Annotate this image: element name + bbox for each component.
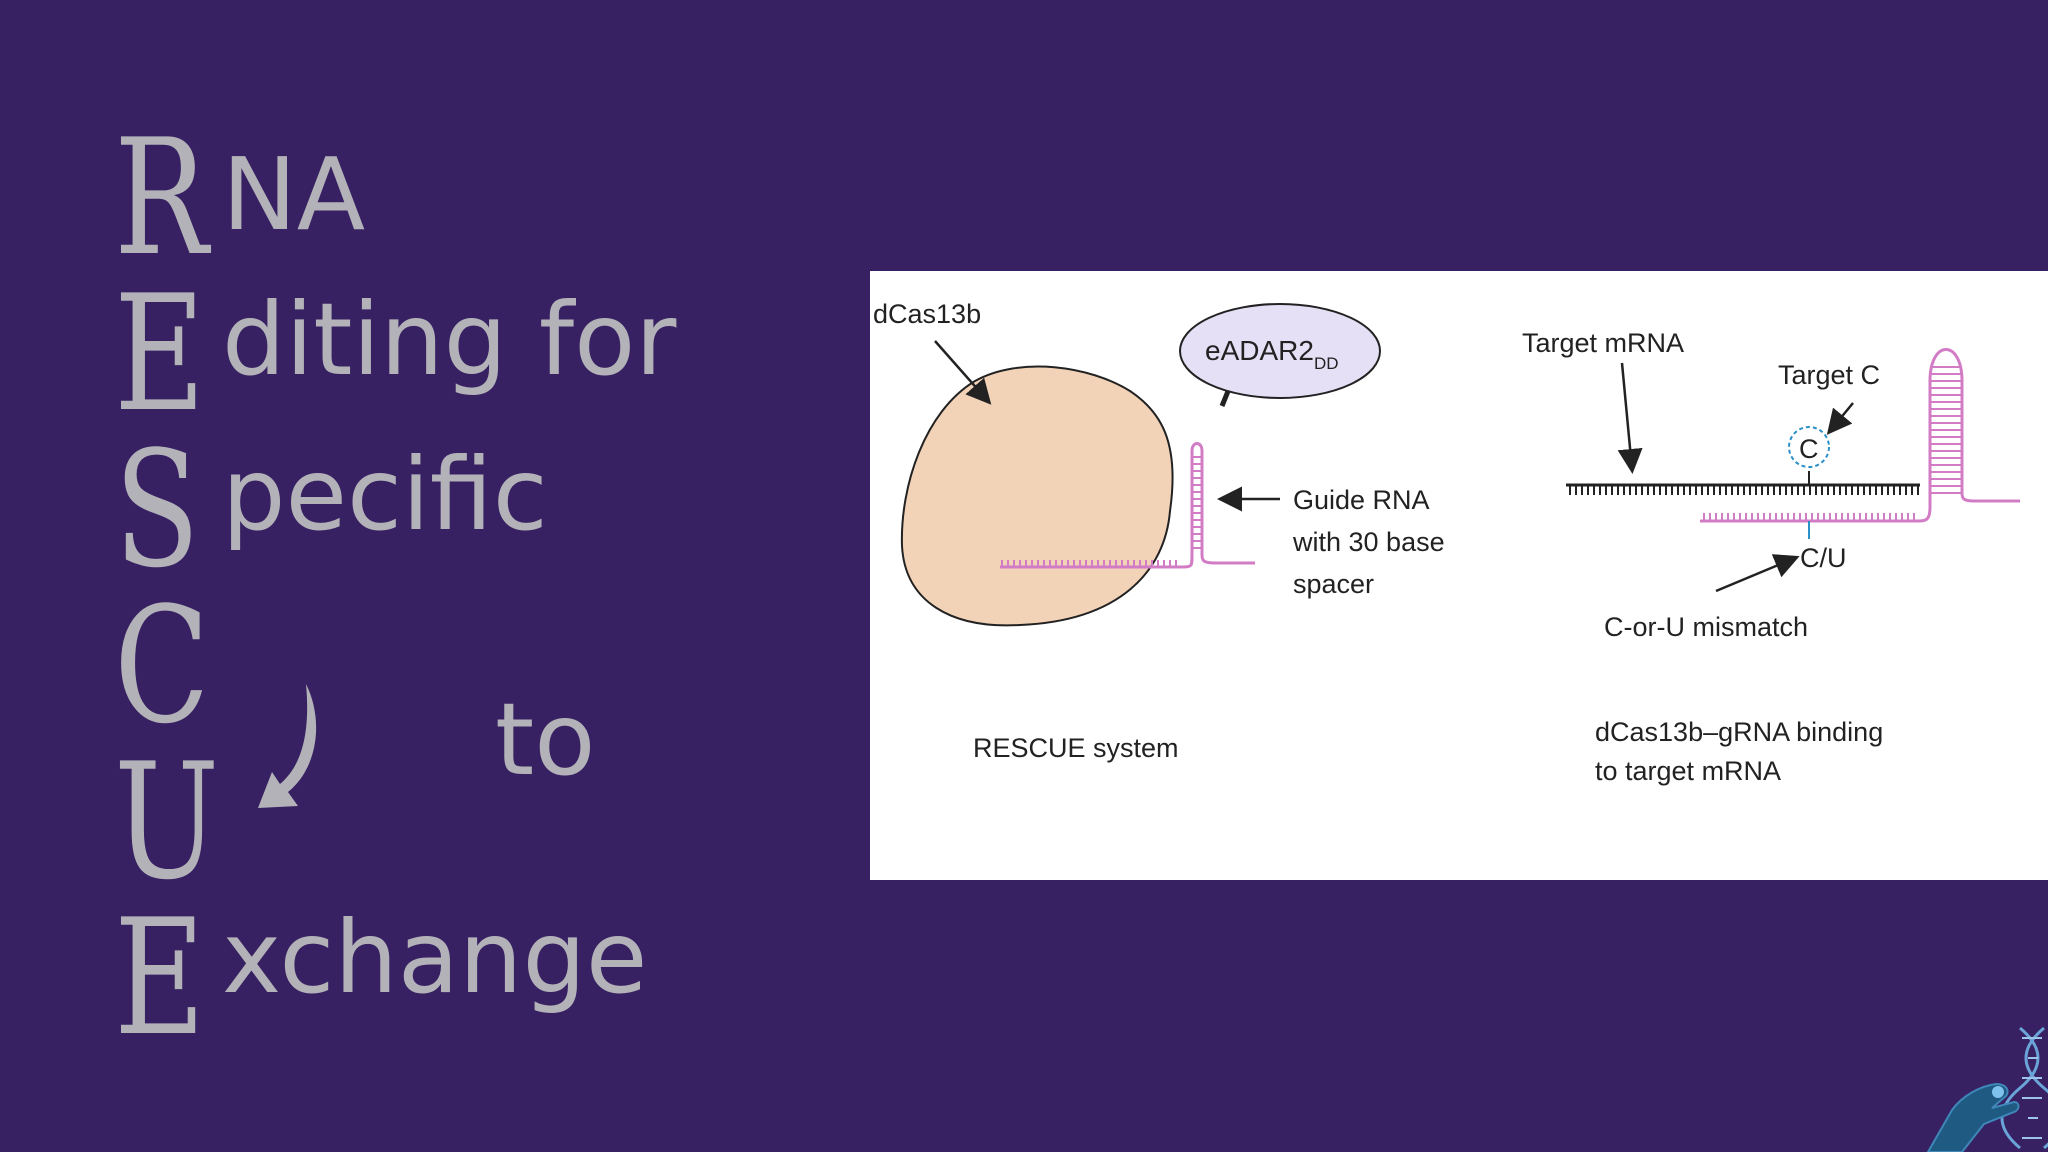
binding-panel: Target mRNA C Target C C/U C-or-U mismat… (1522, 328, 2020, 786)
target-mrna-ticks (1569, 485, 1919, 495)
acrostic-letter-e2: E (114, 884, 206, 1071)
target-c-letter: C (1799, 434, 1819, 464)
eadar2-subscript: DD (1314, 354, 1339, 373)
eadar2-label: eADAR2 (1205, 335, 1314, 366)
dcas13b-label: dCas13b (873, 299, 981, 329)
acrostic-word-editing: diting for (222, 281, 677, 398)
acrostic-word-specific: pecific (222, 436, 548, 553)
cu-label: C/U (1800, 543, 1847, 573)
guide-rna (1000, 442, 1255, 569)
guide-rna-stem-ticks (1192, 456, 1202, 549)
guide-rna-label-line1: Guide RNA (1293, 485, 1430, 515)
acrostic-letter-r: R (114, 104, 209, 291)
svg-text:eADAR2DD: eADAR2DD (1205, 335, 1339, 373)
target-c-label: Target C (1778, 360, 1880, 390)
eadar2-enzyme (1179, 303, 1381, 399)
hairpin-ticks (1930, 366, 1962, 494)
guide-rna-bound (1700, 348, 2020, 523)
acrostic-letter-u: U (114, 728, 220, 915)
binding-caption-line1: dCas13b–gRNA binding (1595, 717, 1883, 747)
mismatch-arrow (1715, 554, 1800, 593)
acrostic-word-exchange: xchange (222, 899, 648, 1016)
guide-rna-label-line3: spacer (1293, 569, 1374, 599)
curved-arrow-icon (258, 684, 317, 808)
acrostic-letter-s: S (114, 416, 200, 603)
acrostic-word-to: to (495, 681, 596, 798)
dna-robot-hand-logo-icon (1926, 1026, 2048, 1152)
bound-guide-ticks (1703, 513, 1915, 521)
target-c-ring (1788, 426, 1830, 468)
dcas13b-protein-blob (900, 365, 1174, 627)
guide-rna-label-line2: with 30 base (1292, 527, 1445, 557)
target-mrna-label: Target mRNA (1522, 328, 1684, 358)
target-c-arrow (1826, 402, 1854, 435)
binding-caption-line2: to target mRNA (1595, 756, 1781, 786)
acrostic-letter-c: C (114, 572, 210, 759)
acrostic-letter-e: E (114, 260, 206, 447)
guide-rna-spacer-ticks (1001, 560, 1177, 567)
target-mrna-arrow (1617, 362, 1643, 474)
rescue-acrostic: R NA E diting for S pecific C to U E xch… (0, 0, 860, 1152)
mismatch-label: C-or-U mismatch (1604, 612, 1808, 642)
acrostic-word-rna: NA (222, 136, 366, 253)
rescue-diagram: dCas13b eADAR2DD Guide RNA with 30 base … (870, 271, 2048, 880)
rescue-system-caption: RESCUE system (973, 733, 1179, 763)
dcas13b-arrow (934, 340, 992, 405)
rescue-system-panel: dCas13b eADAR2DD Guide RNA with 30 base … (873, 299, 1445, 763)
